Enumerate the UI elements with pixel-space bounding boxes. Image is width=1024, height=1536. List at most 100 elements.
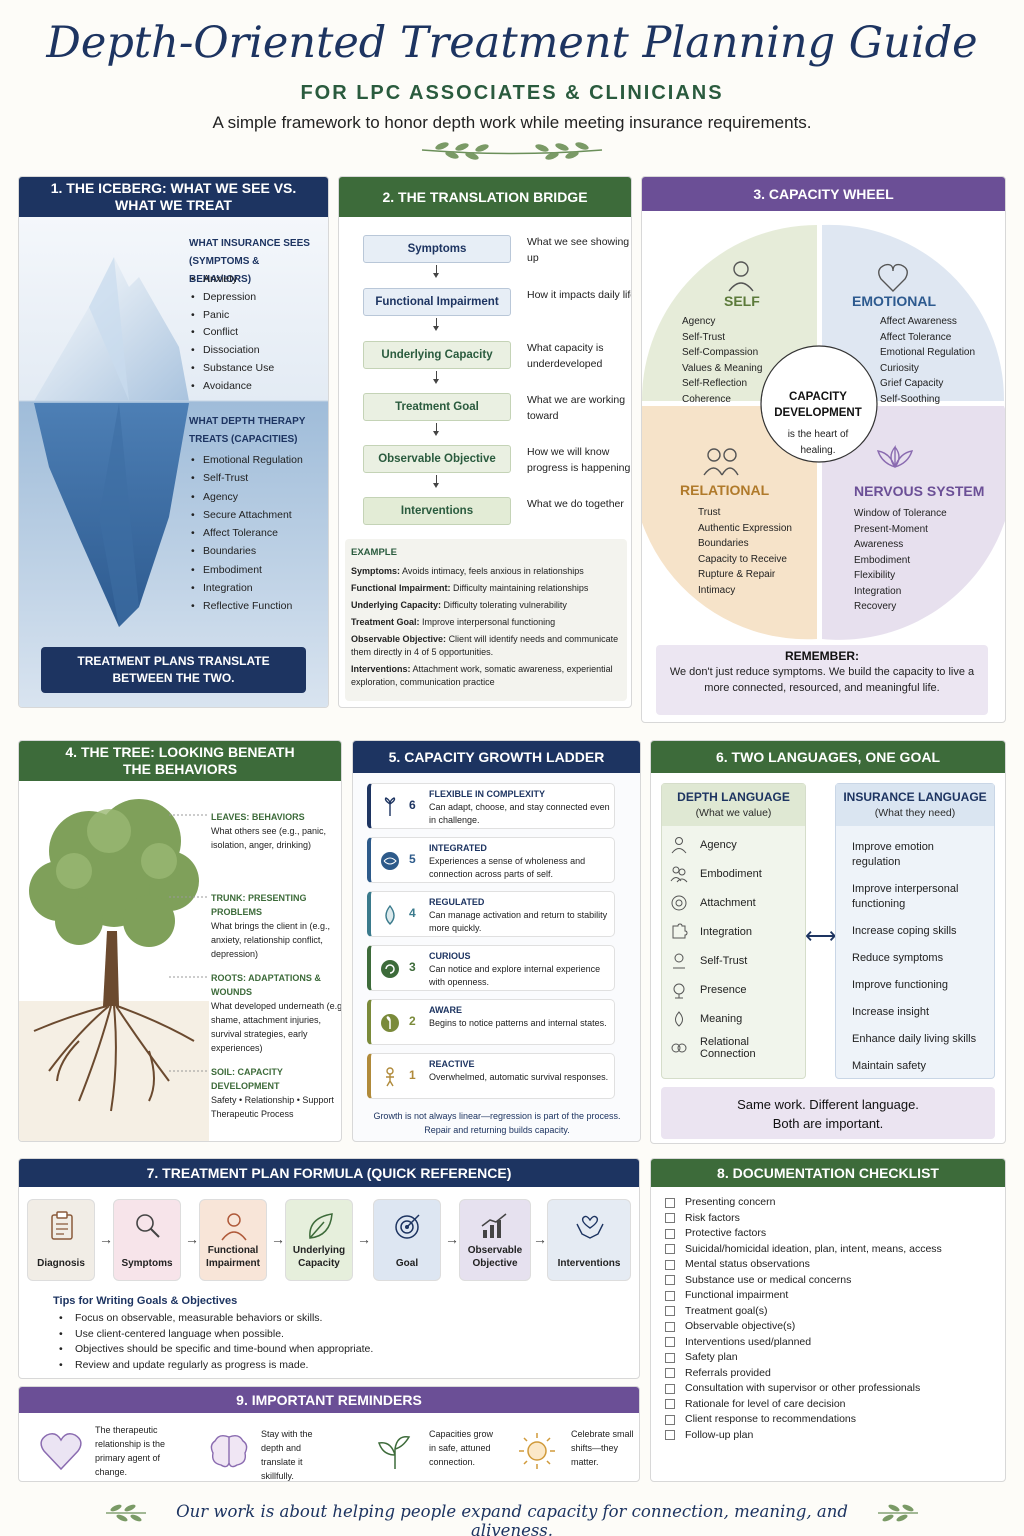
checkbox[interactable] [665, 1337, 675, 1348]
checklist-item[interactable]: Safety plan [665, 1350, 999, 1366]
right-arrow-icon: → [185, 1231, 199, 1247]
ladder-panel: 5. CAPACITY GROWTH LADDER 6 FLEXIBLE IN … [352, 740, 641, 1142]
checkbox[interactable] [665, 1321, 675, 1332]
right-arrow-icon: → [99, 1231, 113, 1247]
list-item: Objectives should be specific and time-b… [59, 1342, 619, 1358]
leaf-icon [385, 904, 395, 925]
depth-item: Self-Trust [670, 946, 797, 975]
bridge-step-desc: How it impacts daily life [527, 289, 632, 301]
page-title: Depth-Oriented Treatment Planning Guide [46, 18, 978, 68]
leaf-icon [309, 1213, 333, 1239]
spiral-icon [381, 960, 399, 978]
checklist-item[interactable]: Observable objective(s) [665, 1319, 999, 1335]
list-item: Focus on observable, measurable behavior… [59, 1311, 619, 1327]
wheel-self-list: Agency Self-Trust Self-Compassion Values… [682, 316, 763, 405]
checkbox[interactable] [665, 1430, 675, 1441]
checklist-item[interactable]: Follow-up plan [665, 1428, 999, 1444]
formula-step-interventions: Interventions [547, 1199, 631, 1281]
checkbox[interactable] [665, 1244, 675, 1255]
checklist-list: Presenting concern Risk factors Protecti… [665, 1195, 999, 1443]
example-line: Observable Objective: Client will identi… [351, 634, 619, 657]
list-item: Use client-centered language when possib… [59, 1327, 619, 1343]
depth-treats-list: Emotional Regulation Self-Trust Agency S… [191, 451, 326, 616]
wheel-panel: 3. CAPACITY WHEEL SELF Agency Self-Trust… [641, 176, 1006, 723]
tips-title: Tips for Writing Goals & Objectives [53, 1295, 238, 1307]
insurance-item: Maintain safety [852, 1060, 926, 1072]
bridge-step-symptoms: Symptoms [363, 235, 511, 263]
magnifier-icon [136, 1214, 160, 1238]
checklist-item[interactable]: Rationale for level of care decision [665, 1397, 999, 1413]
presence-icon [673, 983, 685, 998]
formula-step-symptoms: Symptoms [113, 1199, 181, 1281]
bridge-step-desc: How we will know progress is happening [527, 446, 631, 474]
page-tagline: A simple framework to honor depth work w… [212, 113, 812, 132]
seedling-icon [384, 797, 396, 816]
bridge-step-desc: What we do together [527, 498, 624, 510]
checkbox[interactable] [665, 1259, 675, 1270]
page-subtitle: FOR LPC ASSOCIATES & CLINICIANS [300, 82, 724, 104]
checkbox[interactable] [665, 1399, 675, 1410]
checklist-item[interactable]: Risk factors [665, 1211, 999, 1227]
list-item: Affect Tolerance [191, 524, 326, 543]
remember-text: We don't just reduce symptoms. We build … [669, 666, 975, 694]
iceberg-banner: TREATMENT PLANS TRANSLATE BETWEEN THE TW… [41, 647, 306, 693]
checklist-item[interactable]: Interventions used/planned [665, 1335, 999, 1351]
iceberg-title: 1. THE ICEBERG: WHAT WE SEE VS. WHAT WE … [19, 177, 328, 217]
checkbox[interactable] [665, 1352, 675, 1363]
right-arrow-icon: → [445, 1231, 459, 1247]
checklist-item[interactable]: Client response to recommendations [665, 1412, 999, 1428]
bridge-step-goal: Treatment Goal [363, 393, 511, 421]
checkbox[interactable] [665, 1383, 675, 1394]
checkbox[interactable] [665, 1197, 675, 1208]
checklist-item[interactable]: Referrals provided [665, 1366, 999, 1382]
down-arrow-icon [433, 475, 439, 488]
footer-text: Our work is about helping people expand … [176, 1502, 848, 1536]
ladder-footer: Growth is not always linear—regression i… [373, 1111, 621, 1135]
checkbox[interactable] [665, 1368, 675, 1379]
down-arrow-icon [433, 371, 439, 384]
list-item: Panic [191, 307, 326, 325]
list-item: Secure Attachment [191, 506, 326, 525]
checkbox[interactable] [665, 1414, 675, 1425]
formula-title: 7. TREATMENT PLAN FORMULA (QUICK REFEREN… [19, 1159, 639, 1187]
wheel-relational-title: RELATIONAL [680, 482, 770, 498]
checklist-item[interactable]: Mental status observations [665, 1257, 999, 1273]
checklist-item[interactable]: Consultation with supervisor or other pr… [665, 1381, 999, 1397]
checklist-item[interactable]: Treatment goal(s) [665, 1304, 999, 1320]
insurance-item: Improve emotion regulation [852, 841, 934, 868]
formula-step-impairment: Functional Impairment [199, 1199, 267, 1281]
formula-step-capacity: Underlying Capacity [285, 1199, 353, 1281]
people-icon [670, 866, 688, 882]
checklist-item[interactable]: Functional impairment [665, 1288, 999, 1304]
checklist-item[interactable]: Presenting concern [665, 1195, 999, 1211]
sun-icon [519, 1433, 555, 1469]
checklist-item[interactable]: Substance use or medical concerns [665, 1273, 999, 1289]
brain-icon [210, 1434, 248, 1468]
checkbox[interactable] [665, 1275, 675, 1286]
wheel-nervous-title: NERVOUS SYSTEM [854, 483, 985, 499]
checkbox[interactable] [665, 1306, 675, 1317]
checklist-item[interactable]: Suicidal/homicidal ideation, plan, inten… [665, 1242, 999, 1258]
list-item: Embodiment [191, 561, 326, 580]
depth-language-box: DEPTH LANGUAGE (What we value) Agency Em… [661, 783, 806, 1079]
list-item: Agency [191, 488, 326, 507]
reminder-item: The therapeutic relationship is the prim… [39, 1423, 165, 1481]
list-item: Conflict [191, 324, 326, 342]
list-item: Dissociation [191, 342, 326, 360]
capacity-wheel-chart [642, 224, 1005, 640]
checklist-item[interactable]: Protective factors [665, 1226, 999, 1242]
wheel-emotional-list: Affect Awareness Affect Tolerance Emotio… [880, 316, 976, 405]
checkbox[interactable] [665, 1213, 675, 1224]
checkbox[interactable] [665, 1228, 675, 1239]
list-item: Review and update regularly as progress … [59, 1358, 619, 1374]
insurance-language-sub: (What they need) [874, 807, 956, 819]
wheel-center-sub: is the heart of healing. [787, 429, 849, 456]
example-line: Functional Impairment: Difficulty mainta… [351, 583, 589, 593]
checkbox[interactable] [665, 1290, 675, 1301]
tree-panel: 4. THE TREE: LOOKING BENEATH THE BEHAVIO… [18, 740, 342, 1142]
list-item: Self-Trust [191, 469, 326, 488]
